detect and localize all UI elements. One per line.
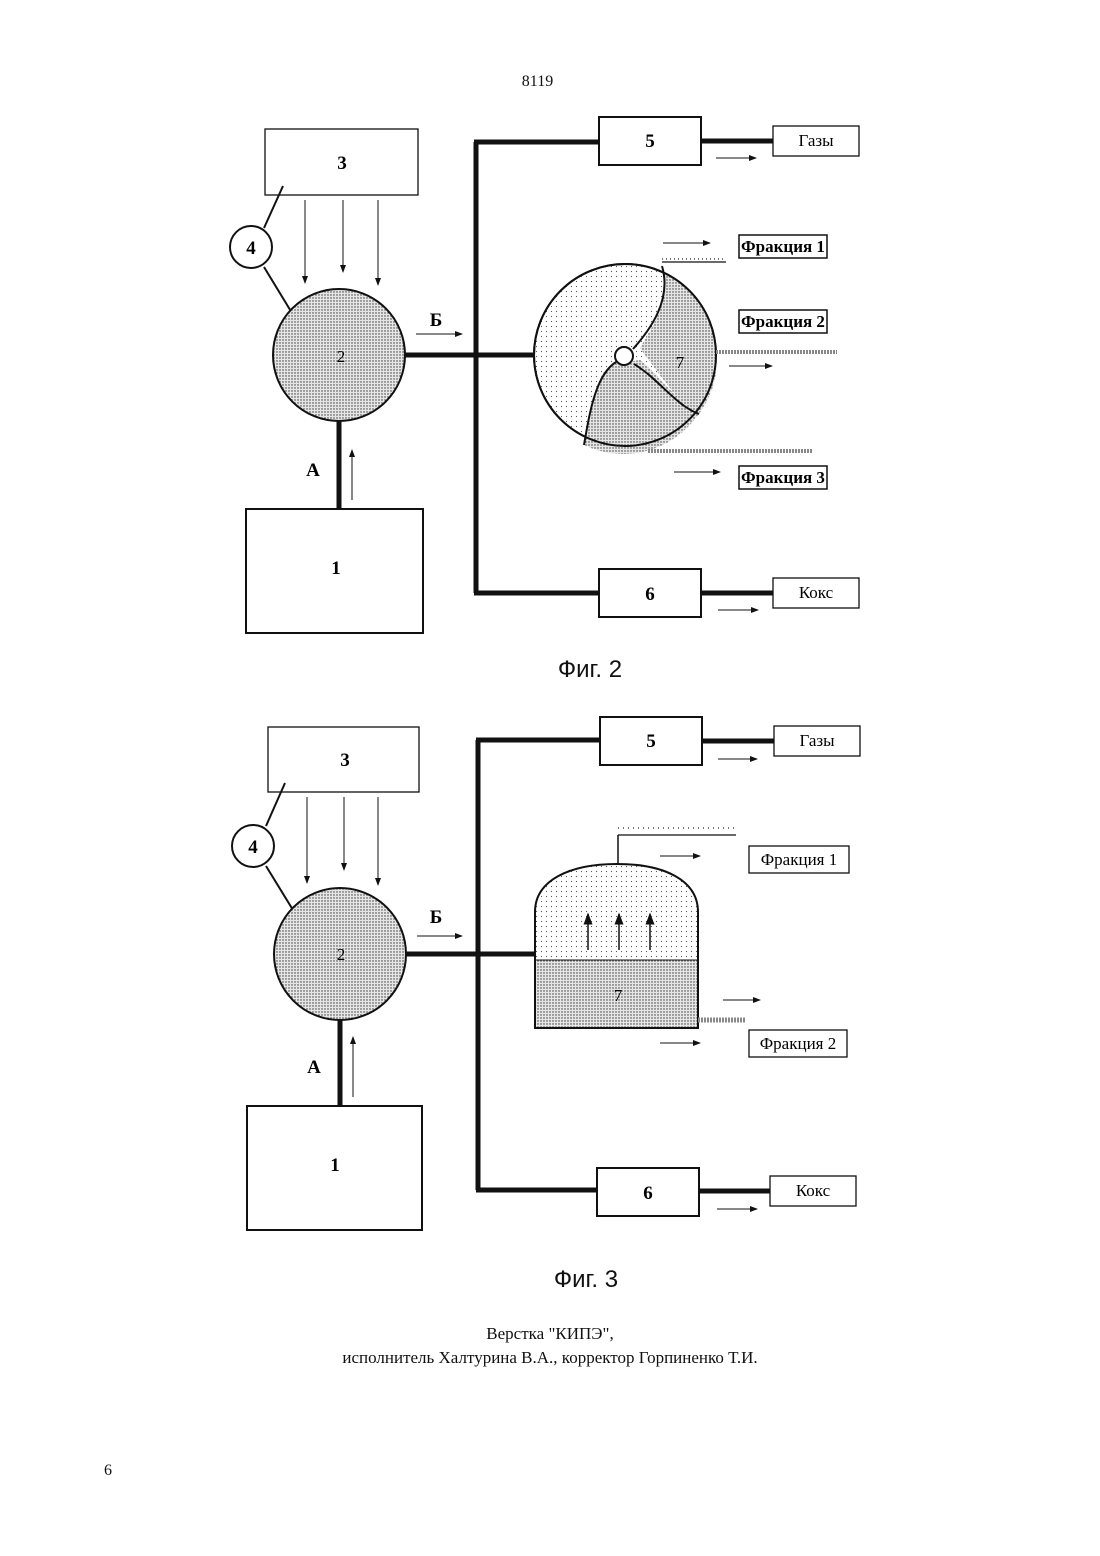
gases-label: Газы <box>799 731 835 750</box>
block-5-label: 5 <box>646 731 656 752</box>
figure-3-diagram: 3 4 2 А 1 Б 5 Газы 6 Кокс 7 <box>0 0 1100 1300</box>
footer-line-2: исполнитель Халтурина В.А., корректор Го… <box>0 1346 1100 1370</box>
block-2-label: 2 <box>337 945 346 964</box>
block-3-label: 3 <box>340 750 350 771</box>
page-number: 6 <box>104 1462 112 1480</box>
block-6-label: 6 <box>643 1183 653 1204</box>
figure-3-caption: Фиг. 3 <box>0 1266 1100 1294</box>
fraction-2-label: Фракция 2 <box>760 1034 837 1053</box>
coke-label: Кокс <box>796 1181 831 1200</box>
block-1-label: 1 <box>330 1155 340 1176</box>
block-4-label: 4 <box>248 837 258 858</box>
publication-footer: Верстка "КИПЭ", исполнитель Халтурина В.… <box>0 1322 1100 1370</box>
block-7-label: 7 <box>614 986 623 1005</box>
fraction-1-label: Фракция 1 <box>761 850 838 869</box>
stream-a-label: А <box>307 1057 321 1078</box>
footer-line-1: Верстка "КИПЭ", <box>0 1322 1100 1346</box>
stream-b-label: Б <box>430 907 443 928</box>
